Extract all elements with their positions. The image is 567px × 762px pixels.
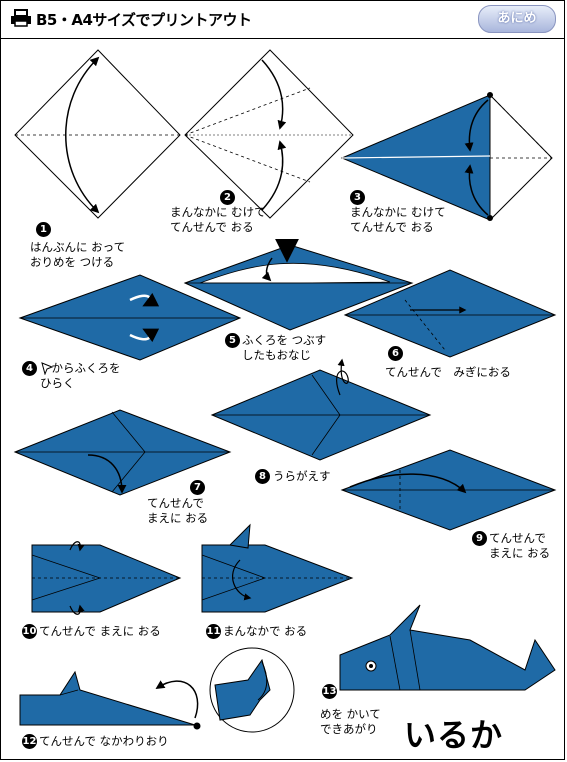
step-number: 1 <box>36 222 51 237</box>
step-number: 8 <box>255 469 270 484</box>
step-5-diagram <box>183 238 414 331</box>
print-label[interactable]: B5・A4サイズでプリントアウト <box>36 11 252 29</box>
step-9-diagram <box>340 449 557 531</box>
step-number: 12 <box>22 734 37 749</box>
step-instruction: からふくろを ひらく <box>40 361 121 390</box>
step-instruction: まんなかに むけて てんせんで おる <box>350 205 446 234</box>
step-number: 9 <box>472 531 487 546</box>
anime-button[interactable]: あにめ <box>478 5 556 33</box>
pocket-pointer-icon <box>41 362 54 375</box>
step-number: 4 <box>22 361 37 376</box>
step-12-diagram <box>19 647 295 733</box>
step-number: 2 <box>220 190 235 205</box>
step-number: 13 <box>322 684 337 699</box>
step-instruction: てんせんで まえに おる <box>489 531 551 560</box>
step-13-diagram <box>339 604 556 691</box>
step-number: 10 <box>22 624 37 639</box>
step-4-diagram <box>18 274 242 361</box>
step-number: 3 <box>350 190 365 205</box>
step-1-diagram <box>14 49 181 219</box>
step-10-diagram <box>31 541 182 615</box>
step-number: 6 <box>388 346 403 361</box>
step-instruction: めを かいて できあがり <box>320 707 381 736</box>
step-3-diagram <box>340 92 553 222</box>
step-6-diagram <box>343 269 557 358</box>
step-instruction: てんせんで みぎにおる <box>385 365 511 379</box>
step-instruction: はんぶんに おって おりめを つける <box>30 240 126 269</box>
step-instruction: てんせんで まえに おる <box>39 624 161 638</box>
step-instruction: まんなかで おる <box>223 624 308 638</box>
step-instruction: うらがえす <box>273 469 331 483</box>
step-8-diagram <box>210 358 432 461</box>
printer-icon[interactable] <box>10 9 32 27</box>
step-number: 5 <box>225 333 240 348</box>
header: B5・A4サイズでプリントアウト あにめ <box>0 0 565 38</box>
step-instruction: まんなかに むけて てんせんで おる <box>170 205 266 234</box>
step-instruction: ふくろを つぶす したもおなじ <box>242 333 327 362</box>
step-2-diagram <box>184 49 354 219</box>
step-instruction: てんせんで なかわりおり <box>39 734 169 748</box>
step-instruction: てんせんで まえに おる <box>147 496 209 525</box>
step-number: 11 <box>206 624 221 639</box>
header-divider <box>0 38 565 39</box>
final-title: いるか <box>404 716 504 754</box>
step-11-diagram <box>201 523 354 613</box>
step-7-diagram <box>13 409 232 496</box>
step-number: 7 <box>190 480 205 495</box>
